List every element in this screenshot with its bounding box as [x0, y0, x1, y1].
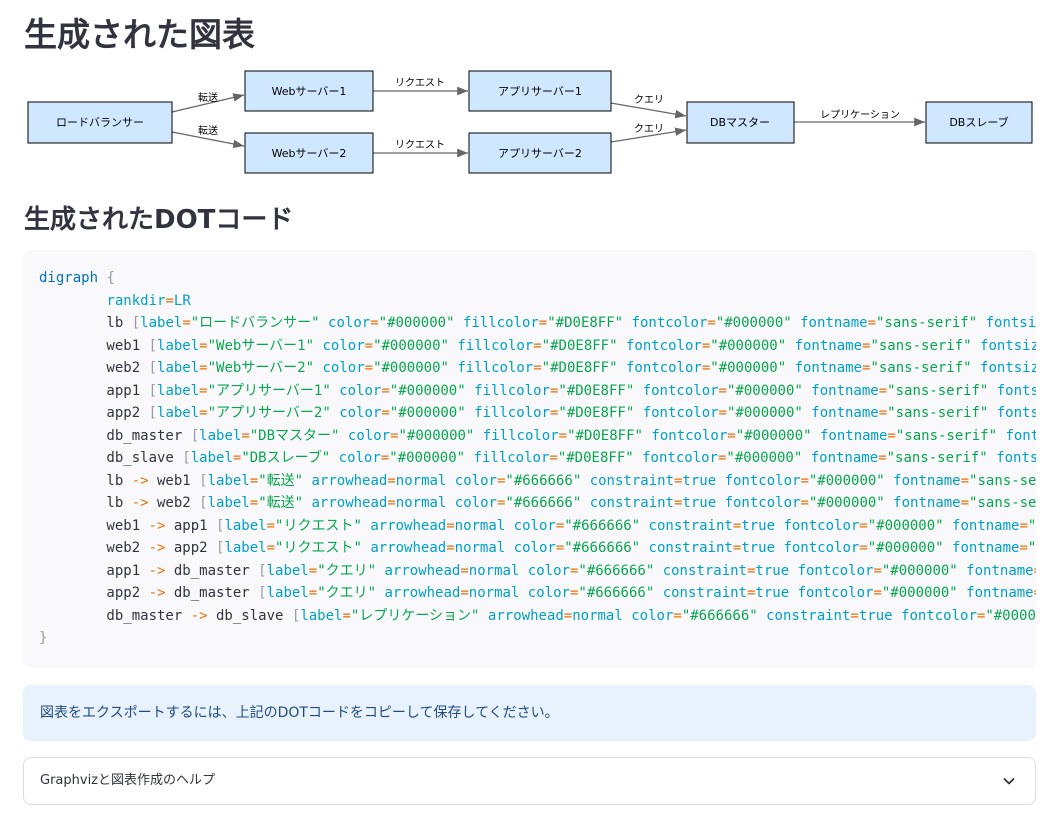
dot-code-title: 生成されたDOTコード: [24, 205, 294, 235]
export-info-alert: 図表をエクスポートするには、上記のDOTコードをコピーして保存してください。: [23, 685, 1036, 741]
edge-label-app1-db: クエリ: [634, 94, 664, 106]
edge-lb-web2: [171, 131, 245, 149]
help-expander-label: Graphvizと図表作成のヘルプ: [40, 773, 216, 788]
node-app1: [468, 70, 612, 112]
edge-label-web1-app1: リクエスト: [395, 77, 445, 89]
node-label-db-slave: DBスレーブ: [949, 115, 1008, 129]
chevron-down-icon[interactable]: [1001, 773, 1017, 789]
edge-app1-dbmaster: [610, 102, 687, 119]
architecture-diagram: 転送 転送 リクエスト リクエスト クエリ クエリ レプリケーション ロードバラ…: [27, 70, 1033, 174]
edge-label-lb-web1: 転送: [198, 91, 218, 104]
node-label-db-master: DBマスター: [710, 116, 770, 129]
edge-label-app2-db: クエリ: [634, 123, 664, 135]
node-label-app2: アプリサーバー2: [498, 147, 582, 160]
node-web1: [244, 70, 374, 112]
node-web2: [244, 132, 374, 174]
diagram-title: 生成された図表: [24, 15, 255, 54]
edge-label-web2-app2: リクエスト: [395, 139, 445, 151]
node-db-slave: [925, 101, 1033, 144]
edge-label-lb-web2: 転送: [198, 124, 218, 137]
node-label-web1: Webサーバー1: [272, 85, 347, 98]
node-label-app1: アプリサーバー1: [498, 85, 582, 98]
dot-keyword: digraph: [39, 270, 99, 286]
node-app2: [468, 132, 612, 174]
edge-label-db-repl: レプリケーション: [820, 109, 900, 121]
node-label-lb: ロードバランサー: [56, 116, 144, 129]
node-load-balancer: [27, 101, 173, 144]
dot-code-block[interactable]: digraph { rankdir=LR lb [label="ロードバランサー…: [23, 250, 1036, 668]
edge-lb-web1: [171, 93, 245, 113]
dot-code-text: digraph { rankdir=LR lb [label="ロードバランサー…: [39, 270, 1036, 646]
help-expander[interactable]: Graphvizと図表作成のヘルプ: [23, 757, 1036, 805]
edge-app2-dbmaster: [610, 127, 687, 143]
node-label-web2: Webサーバー2: [272, 147, 347, 160]
node-db-master: [686, 101, 795, 144]
